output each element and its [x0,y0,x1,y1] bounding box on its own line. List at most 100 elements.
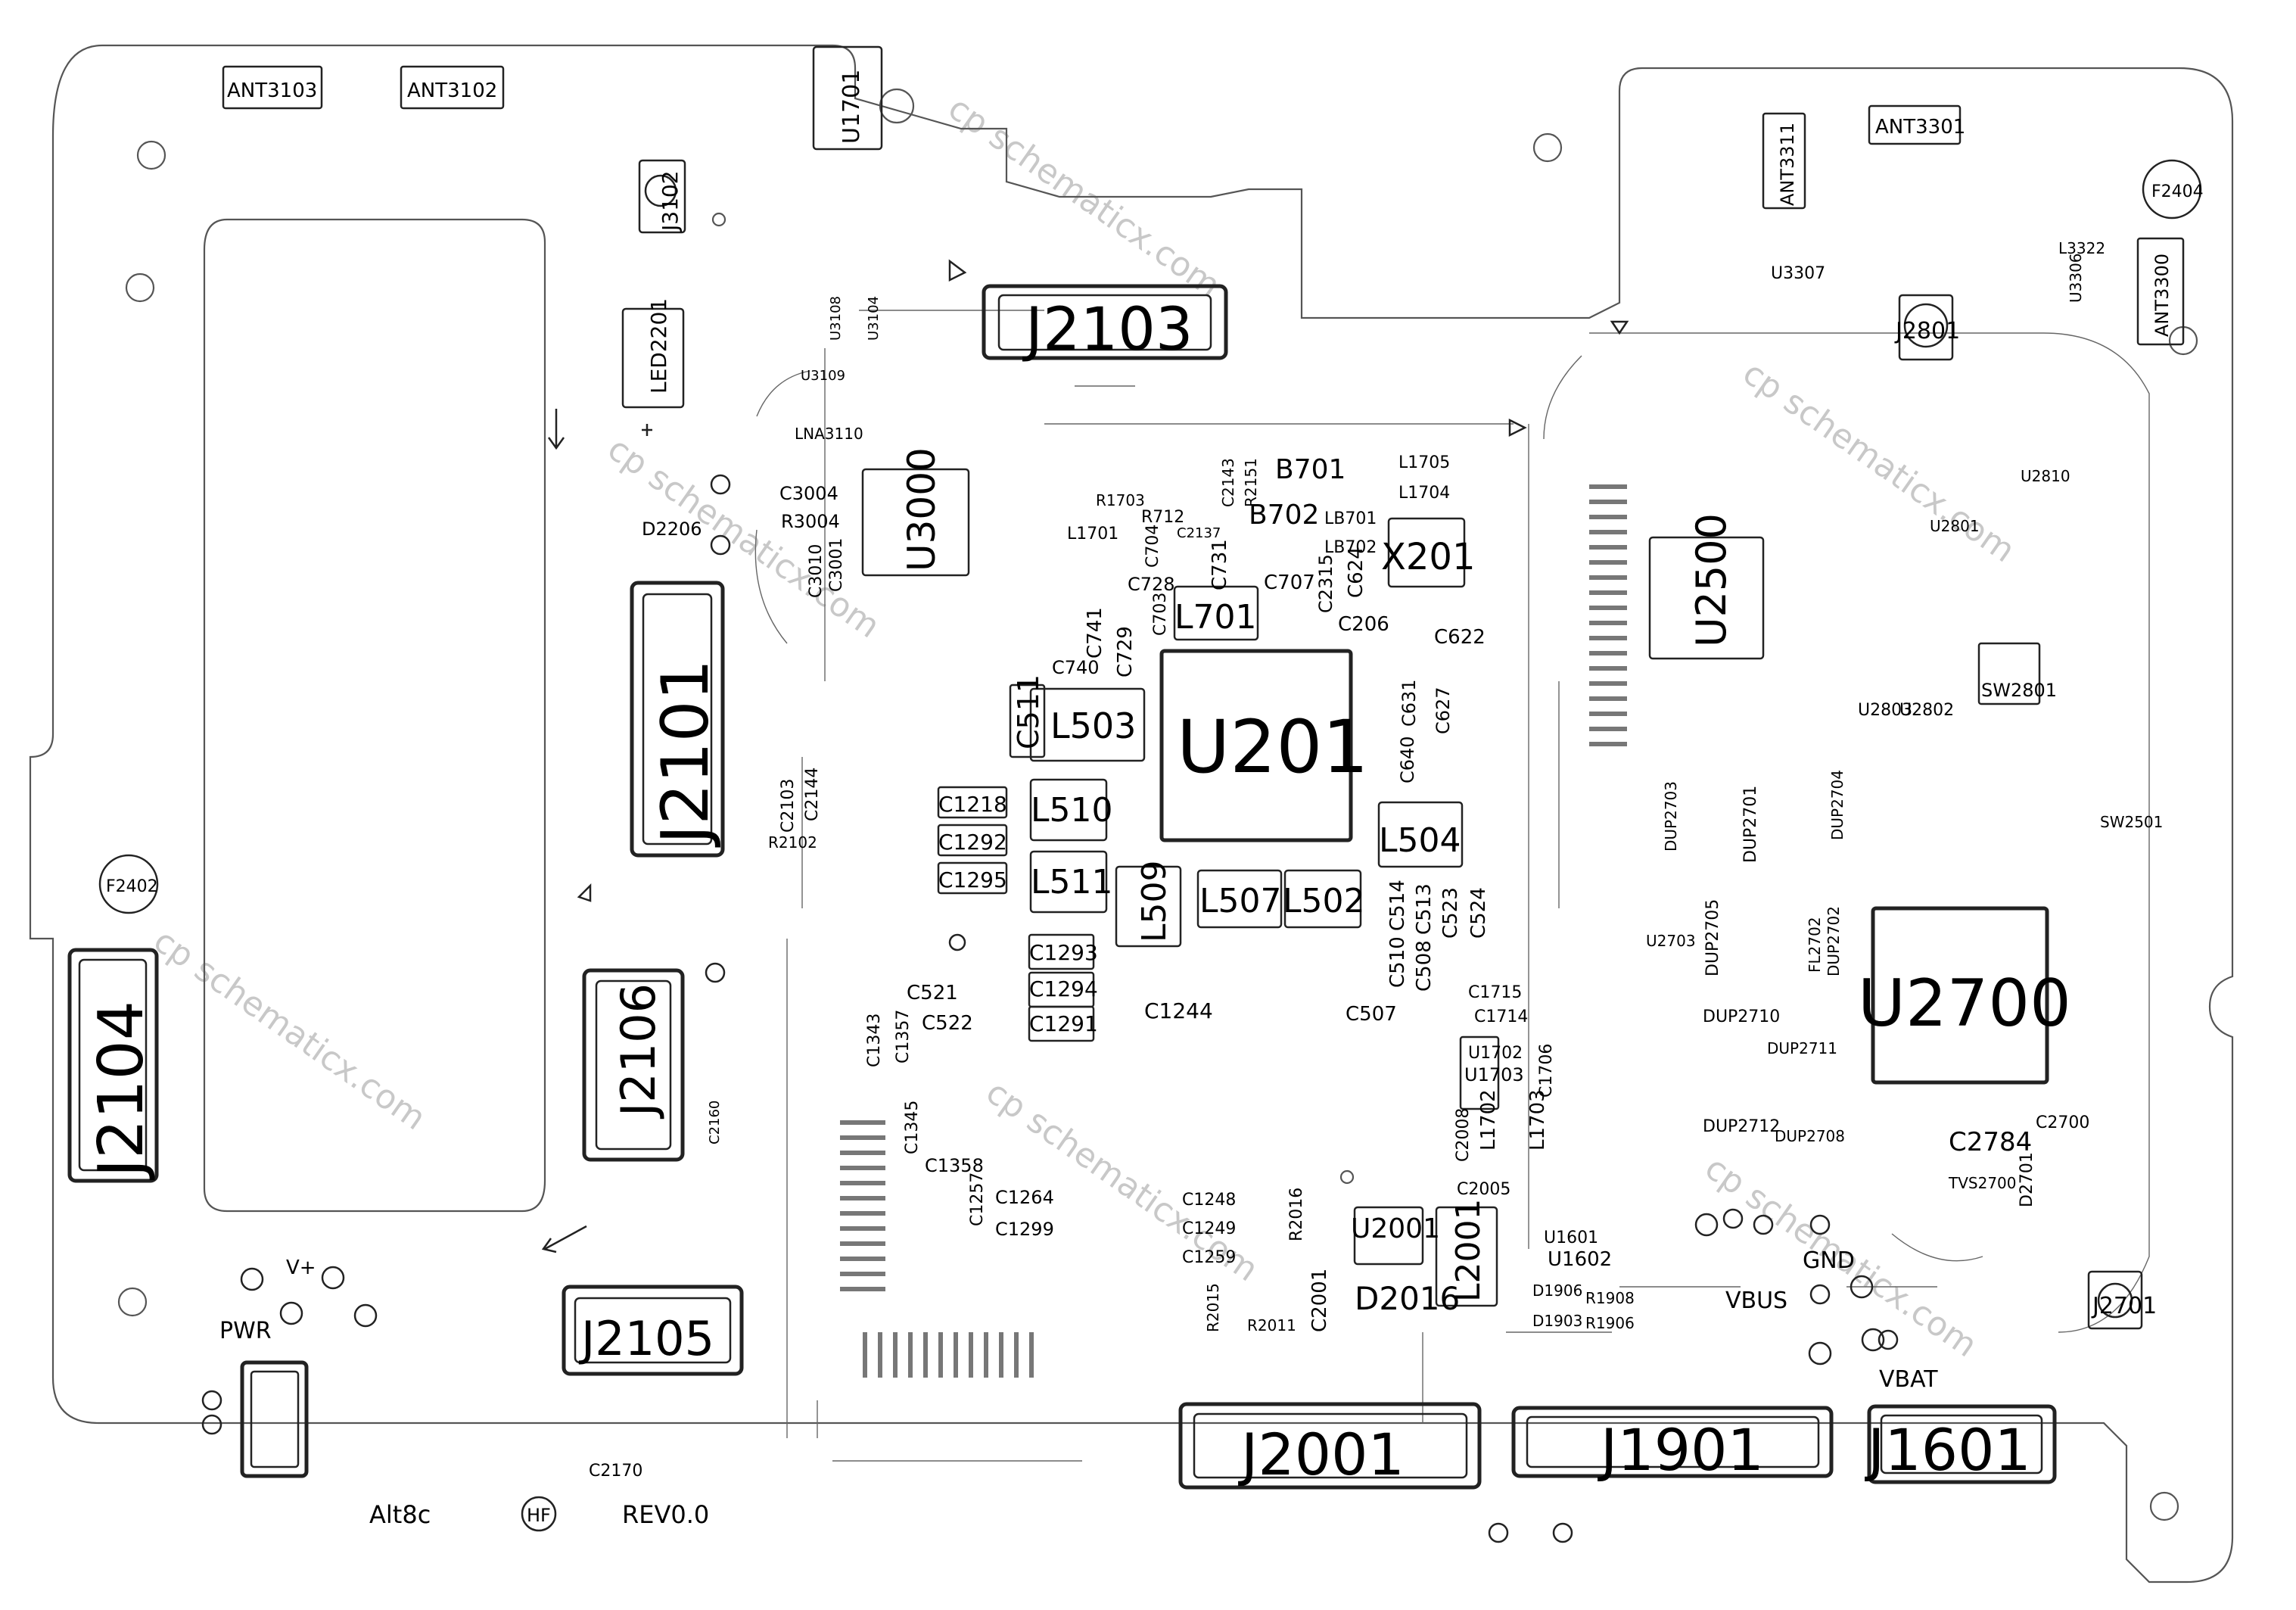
label-l1704: L1704 [1398,484,1450,503]
label-lna3110: LNA3110 [795,425,863,443]
label-b702: B702 [1249,500,1319,531]
part-sw2801 [1977,642,2041,705]
label-d2206: D2206 [642,519,702,540]
marking-alt: Alt8c [369,1500,431,1529]
component-l509: L509 [1115,861,1182,948]
label-c741: C741 [1084,607,1106,659]
component-label: L509 [1135,861,1174,943]
label-ant3311: ANT3311 [1777,123,1798,206]
fiducial-f2404 [2142,159,2202,220]
test-pad [710,534,731,556]
label-j2801: J2801 [1894,318,1960,344]
label-c1264: C1264 [995,1187,1054,1208]
connector-j2106: J2106 [582,968,685,1162]
label-d1903: D1903 [1532,1312,1582,1330]
label-u3109: U3109 [801,368,845,384]
label-c740: C740 [1052,657,1100,678]
label-c631: C631 [1398,679,1420,727]
label-u2801: U2801 [1930,517,1980,535]
label-c1257: C1257 [968,1172,987,1226]
label-c2160: C2160 [707,1101,723,1144]
watermark-text: cp schematicx.com [147,921,433,1138]
label-c2700: C2700 [2036,1113,2089,1132]
label-c1259: C1259 [1182,1248,1236,1267]
label-u2810: U2810 [2021,467,2070,485]
plus-marker-icon [642,424,652,436]
component-label: L701 [1174,598,1257,637]
label-r3004: R3004 [781,511,840,532]
part-ant3301 [1868,104,1962,145]
triangle-marker-icon [1610,320,1629,335]
label-c523: C523 [1439,887,1462,939]
arrow-icon [541,1225,587,1253]
component-l503: L503 [1029,687,1146,762]
label-c728: C728 [1128,574,1175,595]
part-c1292 [937,824,1008,857]
component-u201: U201 [1159,649,1369,842]
label-c1249: C1249 [1182,1219,1236,1238]
arrow-icon [547,409,565,450]
label-dup2710: DUP2710 [1703,1007,1780,1026]
label-c2143: C2143 [1219,458,1237,507]
component-u2700: U2700 [1858,906,2071,1085]
component-label: U2500 [1688,513,1735,647]
test-pad [1722,1208,1744,1229]
test-pads [201,474,1899,1543]
component-u2001: U2001 [1351,1206,1440,1266]
part-c1293 [1028,933,1095,970]
label-dup2708: DUP2708 [1775,1127,1845,1145]
component-u2500: U2500 [1648,513,1765,660]
dense-pad-texture [840,484,1627,1378]
label-j2701: J2701 [2091,1293,2157,1319]
label-c3010: C3010 [807,544,826,598]
label-c2315: C2315 [1315,554,1336,613]
label-dup2711: DUP2711 [1767,1039,1837,1057]
part-ant3102 [400,65,505,110]
label-f2402: F2402 [106,877,158,896]
label-c729: C729 [1114,626,1137,677]
label-f2404: F2404 [2151,182,2204,201]
component-l2001: L2001 [1435,1199,1498,1307]
marking-vplus: V+ [286,1257,316,1279]
label-l1703: L1703 [1526,1089,1549,1151]
test-pad [201,1390,222,1411]
test-pad [1552,1522,1573,1543]
top-components [222,45,2185,1330]
component-label: L504 [1379,821,1461,860]
connector-label: J2104 [86,1001,157,1181]
component-label: L503 [1050,705,1136,746]
label-sw2501: SW2501 [2100,813,2163,831]
mount-hole [136,140,166,170]
label-dup2704: DUP2704 [1828,770,1846,840]
label-c707: C707 [1264,571,1315,594]
label-r2011: R2011 [1247,1316,1296,1334]
test-pad [948,933,966,951]
part-c1295 [937,861,1008,895]
test-pad [321,1266,345,1290]
label-c1291: C1291 [1029,1011,1098,1036]
component-l510: L510 [1029,778,1113,842]
label-l1701: L1701 [1067,525,1118,543]
test-pad [1809,1284,1831,1305]
marking-vbat: VBAT [1879,1366,1938,1393]
label-c1299: C1299 [995,1219,1054,1240]
test-pad [279,1301,303,1325]
label-c2144: C2144 [803,768,822,821]
connector-j2001: J2001 [1178,1402,1482,1490]
label-c1706: C1706 [1537,1044,1556,1098]
label-r712: R712 [1141,508,1184,527]
connector-j1901: J1901 [1511,1406,1834,1484]
connector-label: J1601 [1865,1416,2031,1484]
test-pad [1861,1328,1885,1352]
label-c510: C510 [1386,936,1409,988]
label-c2001: C2001 [1308,1269,1331,1332]
label-c731: C731 [1209,539,1231,590]
label-led2201: LED2201 [646,298,671,394]
label-u1701: U1701 [838,70,865,144]
component-l502: L502 [1283,869,1365,929]
component-label: L511 [1031,863,1113,902]
label-c1218: C1218 [938,792,1007,817]
component-label: U3000 [900,447,944,571]
connector-j2101: J2101 [630,581,725,858]
test-pad [1753,1214,1774,1235]
